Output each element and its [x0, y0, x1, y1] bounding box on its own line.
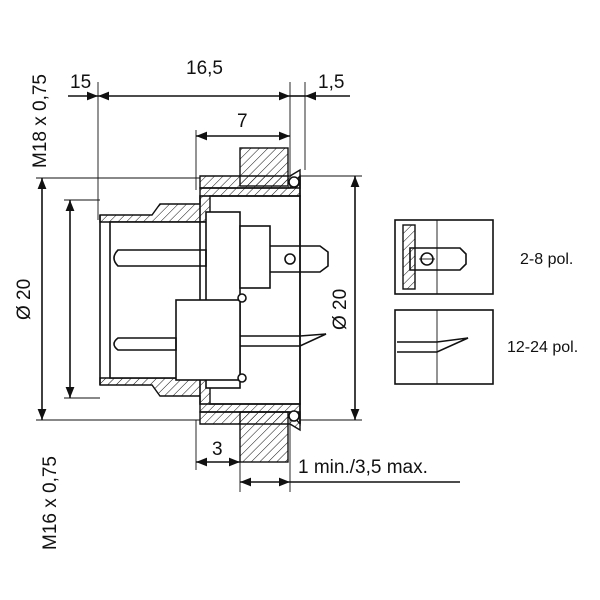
dim-top-right: 1,5 — [318, 72, 344, 93]
dim-thread-top: M18 x 0,75 — [30, 74, 51, 168]
variant-detail-2-8 — [394, 219, 494, 295]
bottom-dimensions — [195, 420, 460, 492]
variant-label-12-24: 12-24 pol. — [507, 339, 578, 356]
connector-section — [99, 147, 329, 463]
dim-thread-bottom: M16 x 0,75 — [40, 456, 61, 550]
variant-label-2-8: 2-8 pol. — [520, 251, 573, 268]
left-dimensions — [36, 177, 200, 421]
dim-inner: 7 — [237, 111, 248, 132]
dim-diameter-right: Ø 20 — [330, 289, 351, 330]
dim-bottom-small: 3 — [212, 439, 223, 460]
top-dimensions — [68, 82, 350, 220]
dim-diameter-left: Ø 20 — [14, 279, 35, 320]
right-dimension — [300, 175, 362, 421]
dim-panel-thickness: 1 min./3,5 max. — [298, 457, 428, 478]
variant-detail-12-24 — [394, 309, 494, 385]
dim-top-span: 16,5 — [186, 58, 223, 79]
dim-top-left: 15 — [70, 72, 91, 93]
